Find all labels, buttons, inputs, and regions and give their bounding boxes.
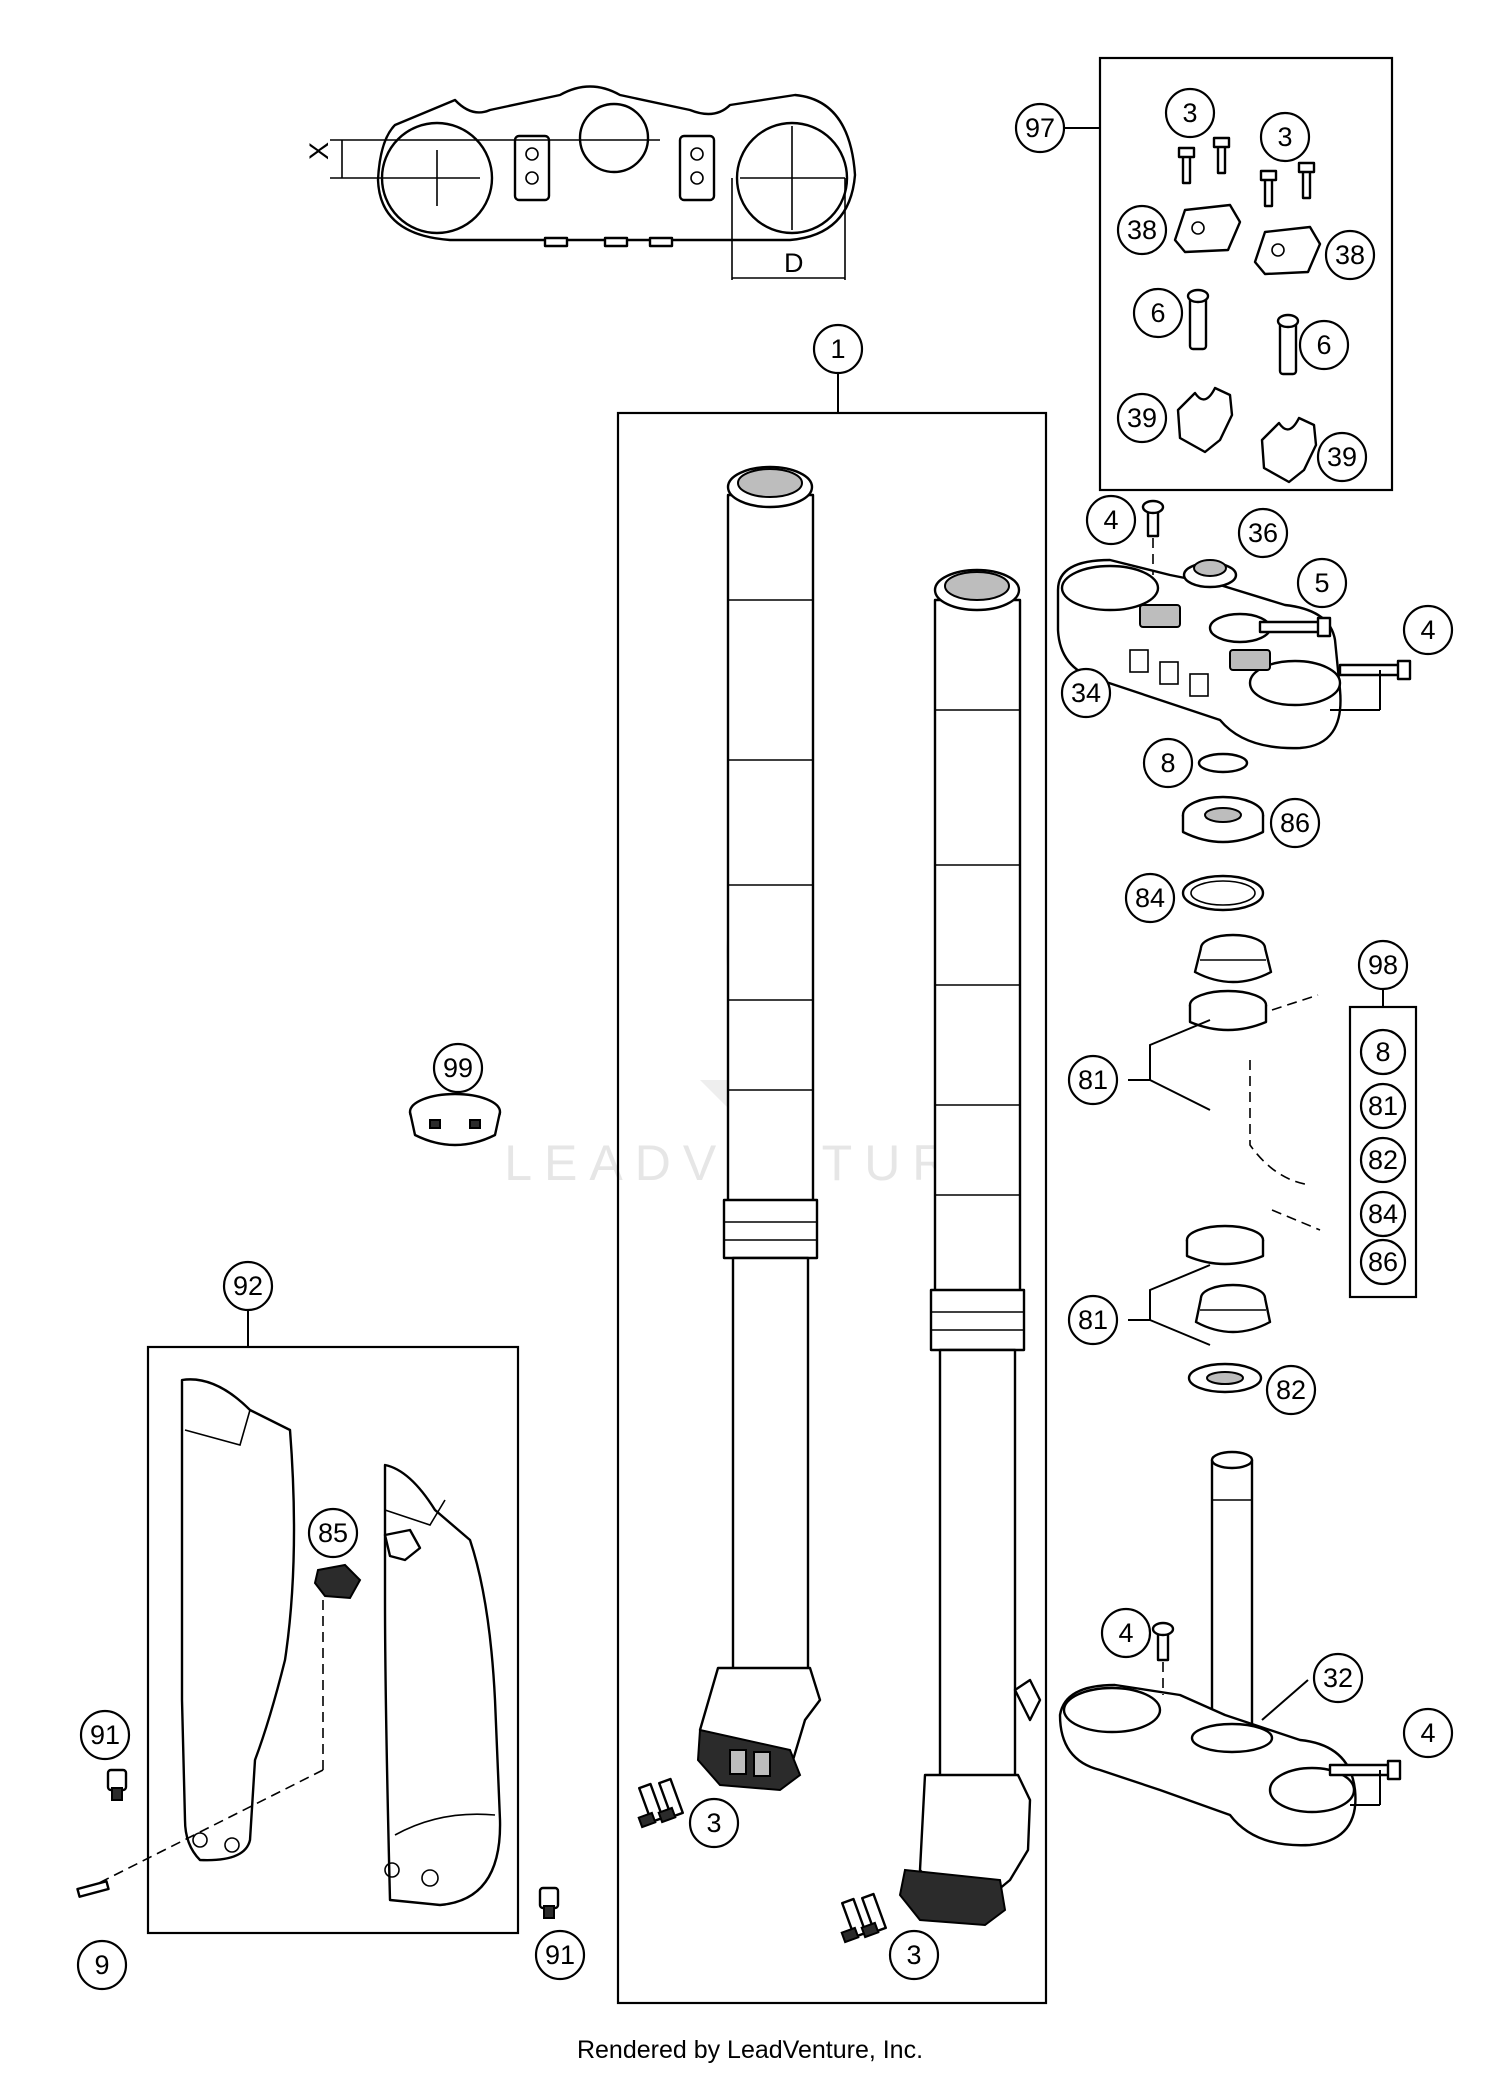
callout-39: 39 xyxy=(1316,431,1368,483)
callout-81: 81 xyxy=(1067,1294,1119,1346)
triple-clamp-dimension-view: X D xyxy=(304,85,857,280)
svg-text:8: 8 xyxy=(1375,1037,1390,1067)
svg-text:6: 6 xyxy=(1150,298,1165,328)
svg-text:36: 36 xyxy=(1248,518,1278,548)
svg-text:81: 81 xyxy=(1078,1305,1108,1335)
fork-1-box xyxy=(616,411,1048,2005)
svg-text:4: 4 xyxy=(1118,1618,1133,1648)
callout-97: 97 xyxy=(1014,102,1066,154)
callout-91: 91 xyxy=(79,1709,131,1761)
callout-99: 99 xyxy=(432,1042,484,1094)
callout-82: 82 xyxy=(1265,1364,1317,1416)
callout-3: 3 xyxy=(688,1797,740,1849)
svg-text:81: 81 xyxy=(1078,1065,1108,1095)
callout-38: 38 xyxy=(1116,204,1168,256)
callout-4: 4 xyxy=(1100,1607,1152,1659)
callout-4: 4 xyxy=(1402,604,1454,656)
callout-36: 36 xyxy=(1237,507,1289,559)
svg-text:97: 97 xyxy=(1025,113,1055,143)
svg-text:85: 85 xyxy=(318,1518,348,1548)
callout-4: 4 xyxy=(1085,494,1137,546)
svg-text:8: 8 xyxy=(1160,748,1175,778)
callout-98-item-81: 81 xyxy=(1359,1082,1407,1130)
svg-text:39: 39 xyxy=(1327,442,1357,472)
callout-6: 6 xyxy=(1298,319,1350,371)
svg-text:3: 3 xyxy=(906,1940,921,1970)
svg-text:3: 3 xyxy=(1277,122,1292,152)
callout-98-item-82: 82 xyxy=(1359,1136,1407,1184)
callout-5: 5 xyxy=(1296,557,1348,609)
steering-head-bearing-group: 8 86 84 81 81 82 xyxy=(1067,737,1321,1416)
svg-text:91: 91 xyxy=(90,1720,120,1750)
svg-text:38: 38 xyxy=(1335,240,1365,270)
svg-text:82: 82 xyxy=(1276,1375,1306,1405)
svg-text:81: 81 xyxy=(1368,1091,1398,1121)
callout-86: 86 xyxy=(1269,797,1321,849)
svg-text:84: 84 xyxy=(1368,1199,1398,1229)
svg-text:3: 3 xyxy=(706,1808,721,1838)
kit-97-box xyxy=(1098,56,1394,492)
svg-text:5: 5 xyxy=(1314,568,1329,598)
callout-98-item-84: 84 xyxy=(1359,1190,1407,1238)
svg-text:3: 3 xyxy=(1182,98,1197,128)
svg-text:92: 92 xyxy=(233,1271,263,1301)
callout-8: 8 xyxy=(1142,737,1194,789)
callout-81: 81 xyxy=(1067,1054,1119,1106)
callout-6: 6 xyxy=(1132,287,1184,339)
svg-text:6: 6 xyxy=(1316,330,1331,360)
callout-39: 39 xyxy=(1116,392,1168,444)
callout-34: 34 xyxy=(1060,667,1112,719)
fork-assembly-group: 1 xyxy=(616,323,1048,2005)
svg-text:38: 38 xyxy=(1127,215,1157,245)
svg-text:99: 99 xyxy=(443,1053,473,1083)
svg-text:91: 91 xyxy=(545,1940,575,1970)
callout-91: 91 xyxy=(534,1929,586,1981)
callout-98-item-86: 86 xyxy=(1359,1238,1407,1286)
bearing-kit-98-group: 98 8 81 82 84 86 xyxy=(1348,939,1418,1299)
callout-92: 92 xyxy=(222,1260,274,1312)
svg-text:4: 4 xyxy=(1103,505,1118,535)
callout-38: 38 xyxy=(1324,229,1376,281)
callout-85: 85 xyxy=(307,1507,359,1559)
callout-98-item-8: 8 xyxy=(1359,1028,1407,1076)
svg-text:1: 1 xyxy=(830,334,845,364)
svg-text:98: 98 xyxy=(1368,950,1398,980)
fork-guard-group: 92 85 91 91 9 xyxy=(76,1260,586,1991)
svg-text:4: 4 xyxy=(1420,1718,1435,1748)
dimension-x-label: X xyxy=(304,142,334,160)
ring-99-group: 99 xyxy=(408,1042,502,1147)
guard-92-box xyxy=(146,1345,520,1935)
handlebar-clamp-kit-group: 97 3 3 38 38 6 6 39 39 xyxy=(1014,56,1394,492)
callout-3: 3 xyxy=(1164,87,1216,139)
svg-text:82: 82 xyxy=(1368,1145,1398,1175)
callout-84: 84 xyxy=(1124,872,1176,924)
svg-text:86: 86 xyxy=(1368,1247,1398,1277)
svg-text:84: 84 xyxy=(1135,883,1165,913)
svg-text:34: 34 xyxy=(1071,678,1101,708)
svg-text:4: 4 xyxy=(1420,615,1435,645)
callout-3: 3 xyxy=(888,1929,940,1981)
footer-credit: Rendered by LeadVenture, Inc. xyxy=(577,2036,923,2064)
callout-32: 32 xyxy=(1312,1652,1364,1704)
callout-98: 98 xyxy=(1357,939,1409,991)
lower-triple-clamp-group: 4 32 4 xyxy=(1058,1450,1454,1847)
svg-text:86: 86 xyxy=(1280,808,1310,838)
callout-4: 4 xyxy=(1402,1707,1454,1759)
callout-1: 1 xyxy=(812,323,864,375)
upper-triple-clamp-group: 4 36 5 4 34 xyxy=(1056,494,1454,750)
callout-9: 9 xyxy=(76,1939,128,1991)
svg-text:9: 9 xyxy=(94,1950,109,1980)
dimension-d-label: D xyxy=(784,248,804,278)
svg-text:32: 32 xyxy=(1323,1663,1353,1693)
svg-text:39: 39 xyxy=(1127,403,1157,433)
callout-3: 3 xyxy=(1259,111,1311,163)
